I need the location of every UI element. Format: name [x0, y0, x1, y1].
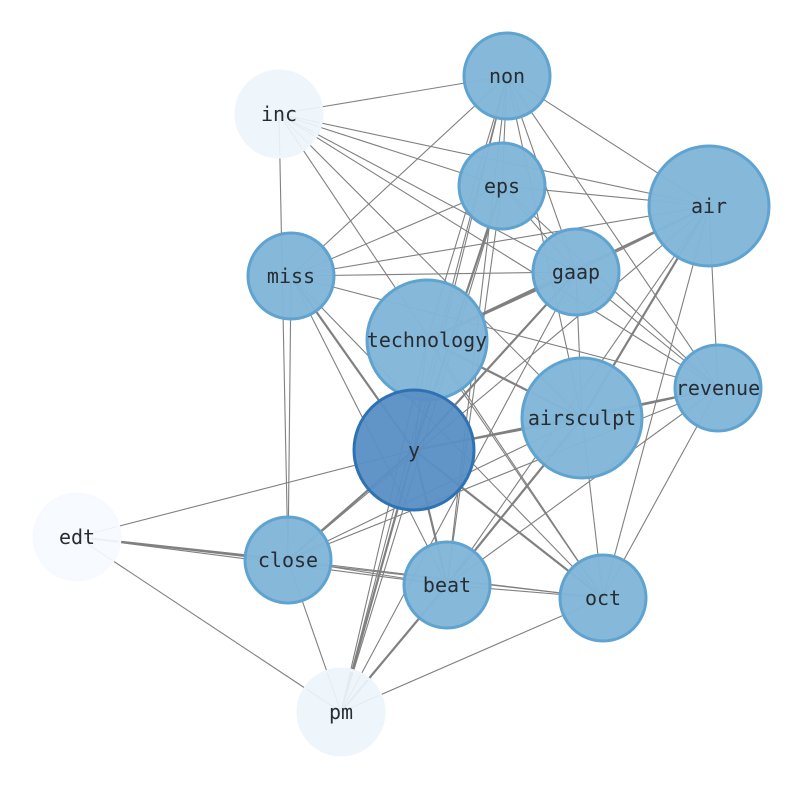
node-label: edt [59, 525, 95, 549]
node-label: oct [585, 586, 621, 610]
node-non[interactable]: non [462, 31, 552, 121]
node-circle [32, 492, 122, 582]
edge-revenue-close [287, 387, 719, 561]
node-circle [531, 227, 621, 317]
node-label: inc [261, 102, 297, 126]
edge-inc-close [278, 113, 289, 561]
node-circle [352, 388, 476, 512]
node-circle [673, 343, 763, 433]
node-edt[interactable]: edt [32, 492, 122, 582]
node-label: pm [329, 700, 353, 724]
edge-non-miss [290, 75, 508, 277]
edge-eps-beat [446, 185, 503, 586]
node-label: gaap [552, 260, 600, 284]
node-circle [647, 144, 771, 268]
node-label: non [489, 64, 525, 88]
node-inc[interactable]: inc [234, 69, 324, 159]
edge-miss-gaap [290, 271, 577, 277]
edge-edt-pm [76, 536, 342, 713]
node-beat[interactable]: beat [402, 540, 492, 630]
nodes-layer: non inc eps air miss gaap technology revenue air… [32, 31, 771, 757]
edge-air-miss [290, 205, 710, 277]
node-label: close [258, 548, 318, 572]
node-circle [462, 31, 552, 121]
node-circle [520, 356, 644, 480]
node-pm[interactable]: pm [296, 667, 386, 757]
node-circle [402, 540, 492, 630]
node-circle [457, 141, 547, 231]
node-label: air [691, 194, 727, 218]
node-label: beat [423, 573, 471, 597]
node-label: technology [367, 328, 487, 352]
edge-inc-revenue [278, 113, 719, 389]
node-revenue[interactable]: revenue [673, 343, 763, 433]
node-close[interactable]: close [243, 515, 333, 605]
edge-air-close [287, 205, 710, 561]
node-label: revenue [676, 376, 760, 400]
node-airsculpt[interactable]: airsculpt [520, 356, 644, 480]
node-label: eps [484, 174, 520, 198]
node-circle [296, 667, 386, 757]
node-label: y [408, 438, 420, 462]
node-miss[interactable]: miss [246, 231, 336, 321]
edge-non-revenue [506, 75, 719, 389]
node-oct[interactable]: oct [558, 553, 648, 643]
node-circle [246, 231, 336, 321]
edge-revenue-beat [446, 387, 719, 586]
edge-miss-revenue [290, 275, 719, 389]
node-y[interactable]: y [352, 388, 476, 512]
node-circle [234, 69, 324, 159]
node-eps[interactable]: eps [457, 141, 547, 231]
node-gaap[interactable]: gaap [531, 227, 621, 317]
node-circle [558, 553, 648, 643]
edge-oct-pm [340, 597, 604, 713]
node-technology[interactable]: technology [365, 278, 489, 402]
node-air[interactable]: air [647, 144, 771, 268]
node-circle [243, 515, 333, 605]
edge-inc-gaap [278, 113, 577, 273]
node-label: airsculpt [528, 406, 636, 430]
edge-miss-close [287, 275, 292, 561]
edge-inc-airsculpt [278, 113, 583, 419]
node-label: miss [267, 264, 315, 288]
